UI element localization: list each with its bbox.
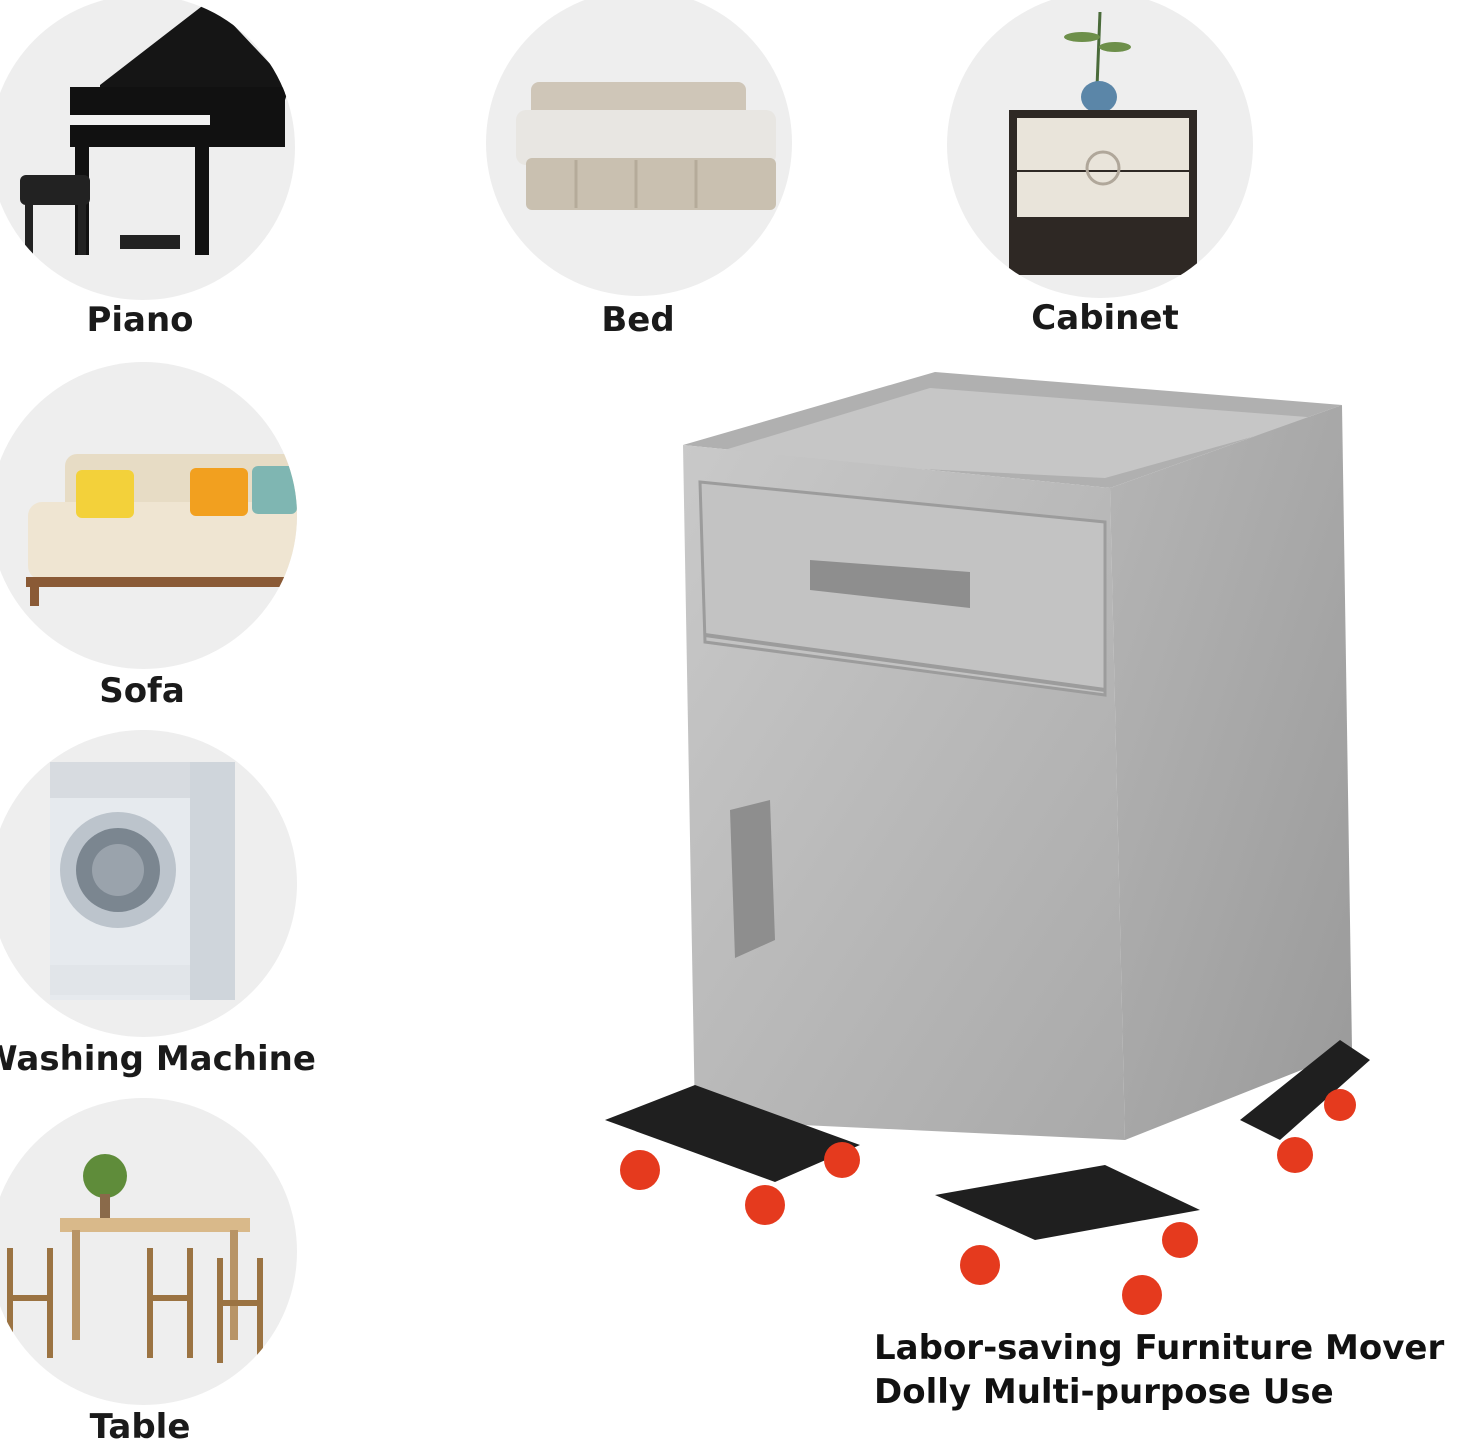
table-icon (7, 1154, 263, 1363)
bed-circle (486, 0, 792, 296)
category-label-cabinet: Cabinet (1031, 298, 1179, 338)
cabinet-icon (1009, 11, 1197, 275)
cabinet-circle (947, 0, 1253, 298)
caption-line-1: Labor-saving Furniture Mover (874, 1328, 1445, 1368)
sofa-icon (26, 454, 297, 606)
category-label-piano: Piano (86, 300, 194, 340)
category-label-washing-machine: Washing Machine (0, 1039, 316, 1079)
piano-circle (0, 0, 295, 300)
bed-icon (516, 82, 776, 210)
table-circle (0, 1098, 297, 1405)
category-label-sofa: Sofa (99, 671, 185, 711)
category-label-bed: Bed (601, 300, 675, 340)
category-label-table: Table (89, 1407, 191, 1447)
washing-machine-circle (0, 730, 297, 1037)
washing-machine-icon (50, 762, 235, 1000)
caption-line-2: Dolly Multi-purpose Use (874, 1372, 1334, 1412)
dolly-back-right (1240, 1040, 1370, 1173)
dolly-front-left (605, 1085, 860, 1225)
sofa-circle (0, 362, 297, 669)
piano-icon (20, 0, 290, 255)
product-caption: Labor-saving Furniture Mover Dolly Multi… (874, 1326, 1445, 1414)
cabinet-on-dollies-image (605, 372, 1370, 1315)
dolly-front-right (935, 1165, 1200, 1315)
